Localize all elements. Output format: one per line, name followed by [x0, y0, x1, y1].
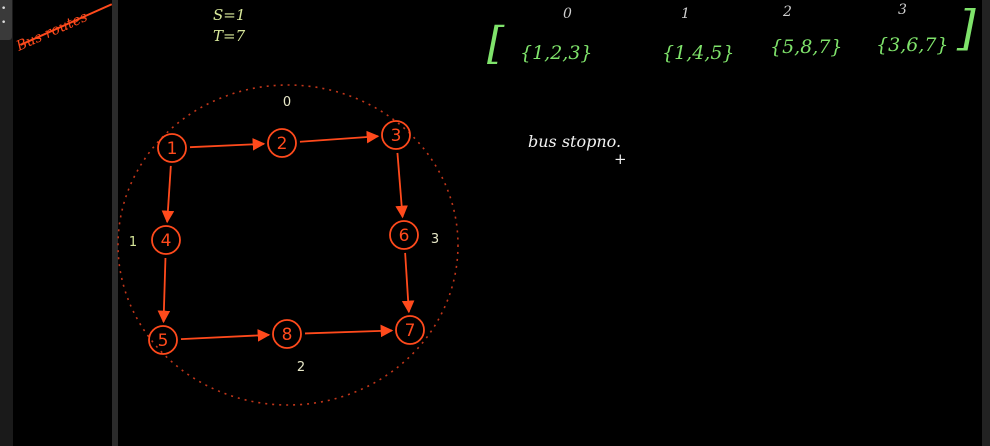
route-set-2: {5,8,7} — [770, 36, 843, 58]
route-label-3: 3 — [431, 232, 439, 247]
svg-text:8: 8 — [282, 325, 293, 345]
panel-divider[interactable] — [112, 0, 118, 446]
svg-text:5: 5 — [158, 331, 169, 351]
graph-node-7: 7 — [395, 315, 425, 345]
bus-stop-note: bus stopno. — [528, 132, 622, 151]
route-boundary-circle — [117, 84, 459, 406]
graph-node-8: 8 — [272, 319, 302, 349]
route-set-0: {1,2,3} — [520, 42, 593, 64]
route-label-0: 0 — [283, 95, 291, 110]
edge-6-7 — [401, 252, 415, 314]
window-left-edge — [0, 0, 13, 446]
array-index-2: 2 — [783, 4, 792, 20]
svg-text:2: 2 — [277, 134, 288, 154]
toolbar-dot-icon: • — [1, 18, 7, 28]
array-index-1: 1 — [681, 6, 690, 22]
scrollbar-track[interactable] — [982, 0, 990, 446]
target-label: T=7 — [213, 27, 246, 45]
toolbar-dot-icon: • — [1, 4, 7, 14]
svg-text:3: 3 — [391, 126, 402, 146]
route-set-1: {1,4,5} — [662, 42, 735, 64]
graph-node-3: 3 — [381, 120, 411, 150]
edge-8-7 — [304, 324, 394, 338]
source-label: S=1 — [213, 6, 246, 24]
graph-node-2: 2 — [267, 128, 297, 158]
edge-5-8 — [180, 329, 271, 342]
graph-node-4: 4 — [151, 225, 181, 255]
edge-2-3 — [299, 130, 380, 144]
edge-1-4 — [161, 165, 175, 224]
svg-text:4: 4 — [161, 231, 172, 251]
svg-text:6: 6 — [399, 226, 410, 246]
array-open-bracket: [ — [487, 18, 505, 69]
route-set-3: {3,6,7} — [876, 34, 949, 56]
edge-3-6 — [395, 152, 408, 219]
array-index-0: 0 — [563, 6, 572, 22]
toolbar-toggle-button[interactable]: • • — [0, 0, 12, 40]
route-label-1: 1 — [129, 235, 137, 250]
edge-1-2 — [189, 138, 266, 151]
cursor-crosshair-icon: + — [614, 150, 627, 168]
graph-node-1: 1 — [157, 133, 187, 163]
array-close-bracket: ] — [957, 0, 976, 56]
svg-text:7: 7 — [405, 321, 416, 341]
route-label-2: 2 — [297, 360, 305, 375]
graph-node-6: 6 — [389, 220, 419, 250]
svg-text:1: 1 — [167, 139, 178, 159]
array-index-3: 3 — [898, 2, 907, 18]
edge-4-5 — [157, 257, 171, 324]
graph-node-5: 5 — [148, 325, 178, 355]
